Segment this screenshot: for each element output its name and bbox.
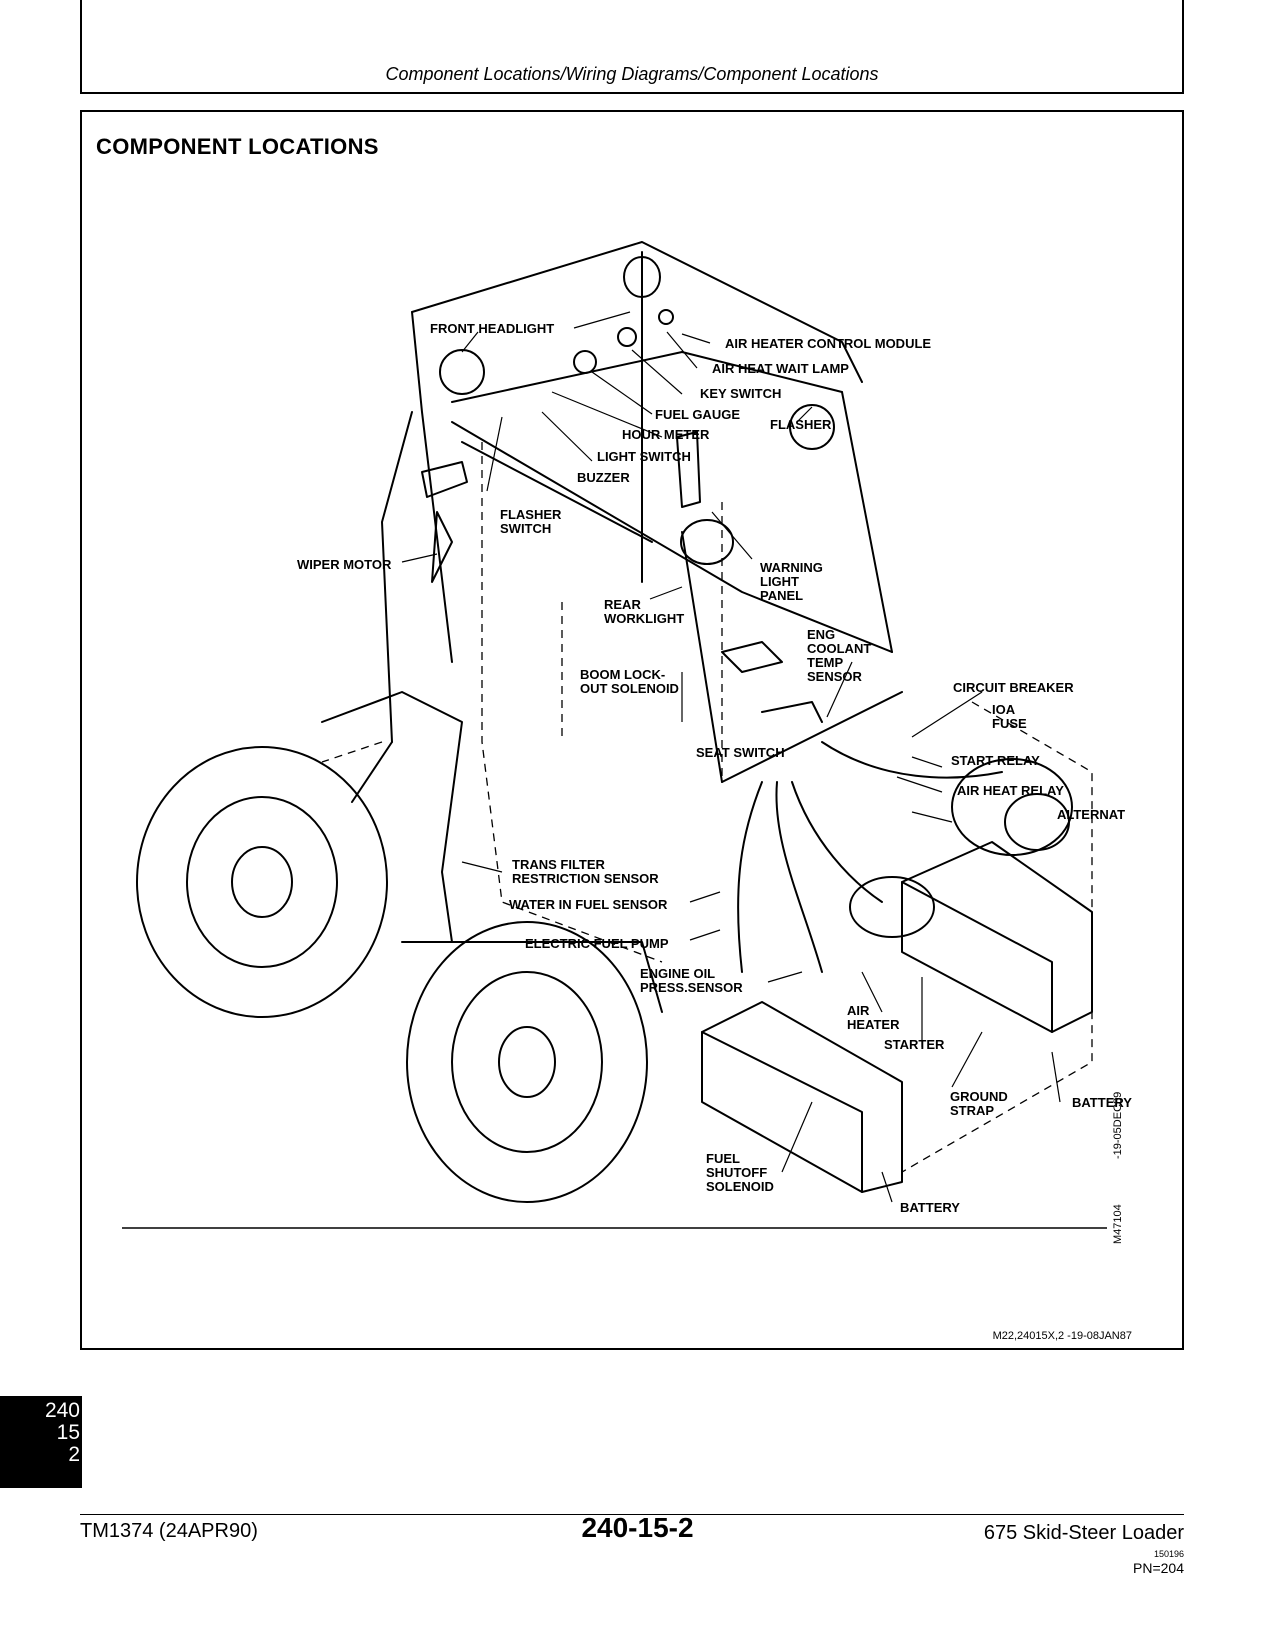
label-alternator: ALTERNAT (1057, 807, 1126, 822)
label-air-heat-relay: AIR HEAT RELAY (957, 783, 1064, 798)
label-trans-filter-restriction-sensor: TRANS FILTER RESTRICTION SENSOR (512, 857, 659, 886)
running-header: Component Locations/Wiring Diagrams/Comp… (385, 64, 879, 84)
label-ioa-fuse: IOA FUSE (992, 702, 1027, 731)
label-starter: STARTER (884, 1037, 945, 1052)
label-fuel-gauge: FUEL GAUGE (655, 407, 740, 422)
footer-manual-id: TM1374 (24APR90) (80, 1520, 258, 1542)
component-location-figure: FRONT HEADLIGHT AIR HEATER CONTROL MODUL… (122, 182, 1182, 1282)
label-start-relay: START RELAY (951, 753, 1040, 768)
label-air-heater: AIR HEATER (847, 1003, 900, 1032)
label-eng-coolant-temp-sensor: ENG COOLANT TEMP SENSOR (807, 627, 872, 684)
label-electric-fuel-pump: ELECTRIC FUEL PUMP (525, 936, 669, 951)
loader-line-drawing (122, 241, 1107, 1229)
section-tab: 240 15 2 (0, 1396, 82, 1488)
section-tab-line3: 2 (68, 1443, 80, 1466)
header-frame: Component Locations/Wiring Diagrams/Comp… (80, 0, 1184, 94)
figure-image-id: M47104 (1112, 1204, 1124, 1244)
footer-divider (80, 1514, 1184, 1515)
section-tab-line1: 240 (44, 1399, 80, 1422)
label-hour-meter: HOUR METER (622, 427, 710, 442)
section-tab-line2: 15 (56, 1421, 80, 1444)
footer-pn: PN=204 (1133, 1560, 1184, 1576)
label-air-heater-control-module: AIR HEATER CONTROL MODULE (725, 336, 932, 351)
label-battery-bottom: BATTERY (900, 1200, 960, 1215)
page-number: 240-15-2 (581, 1512, 694, 1543)
section-title: COMPONENT LOCATIONS (96, 134, 379, 159)
label-air-heat-wait-lamp: AIR HEAT WAIT LAMP (712, 361, 849, 376)
label-key-switch: KEY SWITCH (700, 386, 782, 401)
label-fuel-shutoff-solenoid: FUEL SHUTOFF SOLENOID (706, 1151, 774, 1194)
footer-print-code: 150196 (1153, 1549, 1184, 1559)
label-flasher-switch: FLASHER SWITCH (500, 507, 562, 536)
label-circuit-breaker: CIRCUIT BREAKER (953, 680, 1074, 695)
label-ground-strap: GROUND STRAP (950, 1089, 1008, 1118)
label-buzzer: BUZZER (577, 470, 630, 485)
figure-date-code: -19-05DEC89 (1112, 1091, 1124, 1159)
label-flasher: FLASHER (770, 417, 832, 432)
label-front-headlight: FRONT HEADLIGHT (430, 321, 555, 336)
label-warning-light-panel: WARNING LIGHT PANEL (760, 560, 823, 603)
content-frame: COMPONENT LOCATIONS (80, 110, 1184, 1350)
label-boom-lockout-solenoid: BOOM LOCK- OUT SOLENOID (580, 667, 679, 696)
label-rear-worklight: REAR WORKLIGHT (604, 597, 685, 626)
footer-machine-name: 675 Skid-Steer Loader (983, 1522, 1184, 1544)
reference-code: M22,24015X,2 -19-08JAN87 (992, 1330, 1132, 1342)
label-light-switch: LIGHT SWITCH (597, 449, 691, 464)
label-wiper-motor: WIPER MOTOR (297, 557, 392, 572)
label-battery-right: BATTERY (1072, 1095, 1132, 1110)
label-engine-oil-press-sensor: ENGINE OIL PRESS.SENSOR (640, 966, 743, 995)
label-water-in-fuel-sensor: WATER IN FUEL SENSOR (509, 897, 668, 912)
label-seat-switch: SEAT SWITCH (696, 745, 785, 760)
